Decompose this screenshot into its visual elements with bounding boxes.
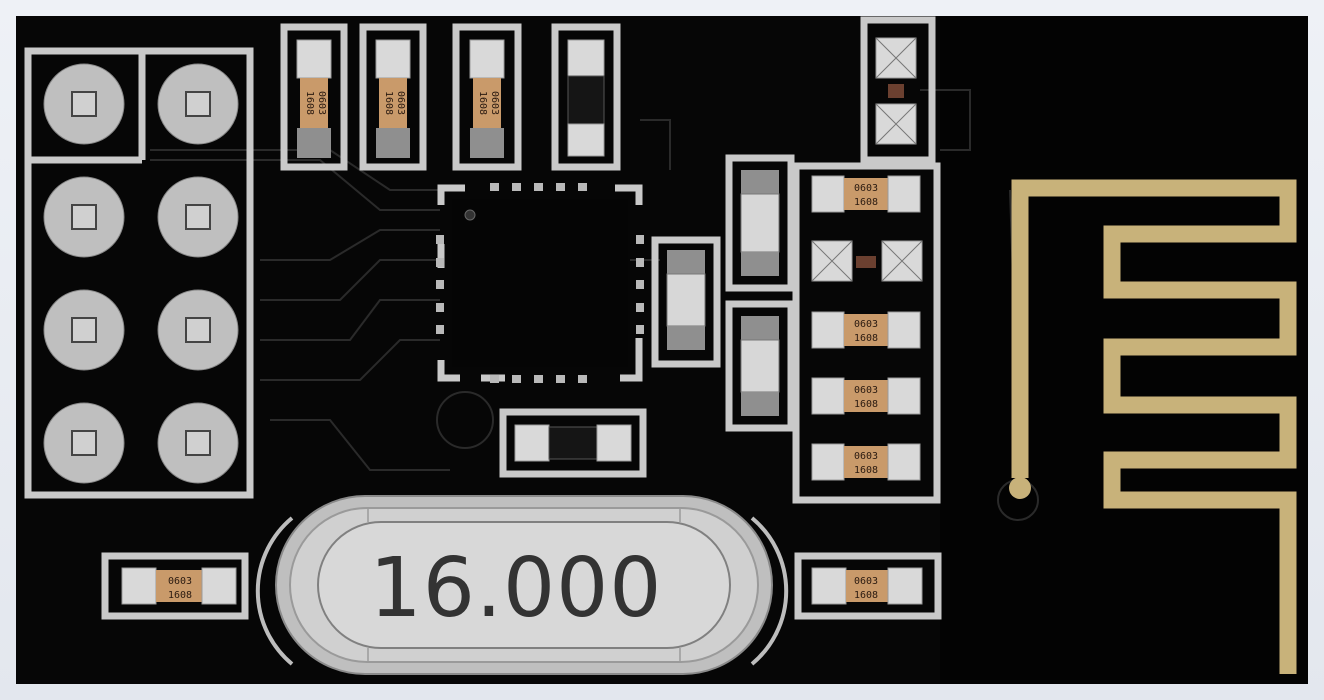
pin-header: [24, 47, 254, 499]
r1-code-0603: 0603: [316, 91, 327, 115]
r9-code-0603: 0603: [854, 576, 878, 587]
crystal-oscillator: 16.000: [255, 495, 789, 675]
mid-capacitor-c4: [725, 154, 795, 292]
right-resistor-r7: 0603 1608: [811, 443, 921, 481]
header-pin-5: [43, 289, 125, 371]
qfn-pins-left: [436, 235, 444, 334]
header-pin-2: [157, 63, 239, 145]
top-right-inductor-pair: [860, 16, 936, 164]
header-pin-1: [43, 63, 125, 145]
r2-code-1608: 1608: [383, 91, 394, 115]
r7-code-1608: 1608: [854, 465, 878, 476]
right-inductor-pair: [811, 240, 923, 282]
r4-code-0603: 0603: [854, 183, 878, 194]
r9-code-1608: 1608: [854, 590, 878, 601]
r1-code-1608: 1608: [304, 91, 315, 115]
right-resistor-r4: 0603 1608: [811, 175, 921, 213]
header-pin-7: [43, 402, 125, 484]
antenna-feed-pad: [1009, 477, 1031, 499]
right-component-frame: [792, 162, 941, 504]
pcb-antenna-trace: [1011, 179, 1297, 674]
r3-code-1608: 1608: [477, 91, 488, 115]
qfn-pins-top: [490, 183, 587, 191]
mid-capacitor-c3: [651, 236, 721, 368]
top-resistor-r2: 0603 1608: [359, 23, 427, 171]
r8-code-0603: 0603: [168, 576, 192, 587]
header-pin-6: [157, 289, 239, 371]
right-resistor-r6: 0603 1608: [811, 377, 921, 415]
top-capacitor-c1: [551, 23, 621, 171]
r8-code-1608: 1608: [168, 590, 192, 601]
qfn-ic-chip: [436, 183, 644, 383]
r7-code-0603: 0603: [854, 451, 878, 462]
pin1-marker: [464, 209, 476, 221]
qfn-pins-bottom: [490, 375, 587, 383]
bottom-right-resistor-r9: 0603 1608: [794, 552, 942, 620]
header-pin-8: [157, 402, 239, 484]
r5-code-0603: 0603: [854, 319, 878, 330]
r3-code-0603: 0603: [489, 91, 500, 115]
right-resistor-r5: 0603 1608: [811, 311, 921, 349]
r2-code-0603: 0603: [395, 91, 406, 115]
r5-code-1608: 1608: [854, 333, 878, 344]
header-pin-3: [43, 176, 125, 258]
r6-code-0603: 0603: [854, 385, 878, 396]
header-pin-4: [157, 176, 239, 258]
top-resistor-r3: 0603 1608: [452, 23, 522, 171]
bottom-left-resistor-r8: 0603 1608: [101, 552, 249, 620]
qfn-pins-right: [636, 235, 644, 334]
r6-code-1608: 1608: [854, 399, 878, 410]
crystal-frequency-label: 16.000: [370, 541, 663, 636]
top-resistor-r1: 0603 1608: [280, 23, 348, 171]
r4-code-1608: 1608: [854, 197, 878, 208]
bottom-capacitor-c2: [499, 408, 647, 478]
mid-capacitor-c5: [725, 300, 795, 432]
